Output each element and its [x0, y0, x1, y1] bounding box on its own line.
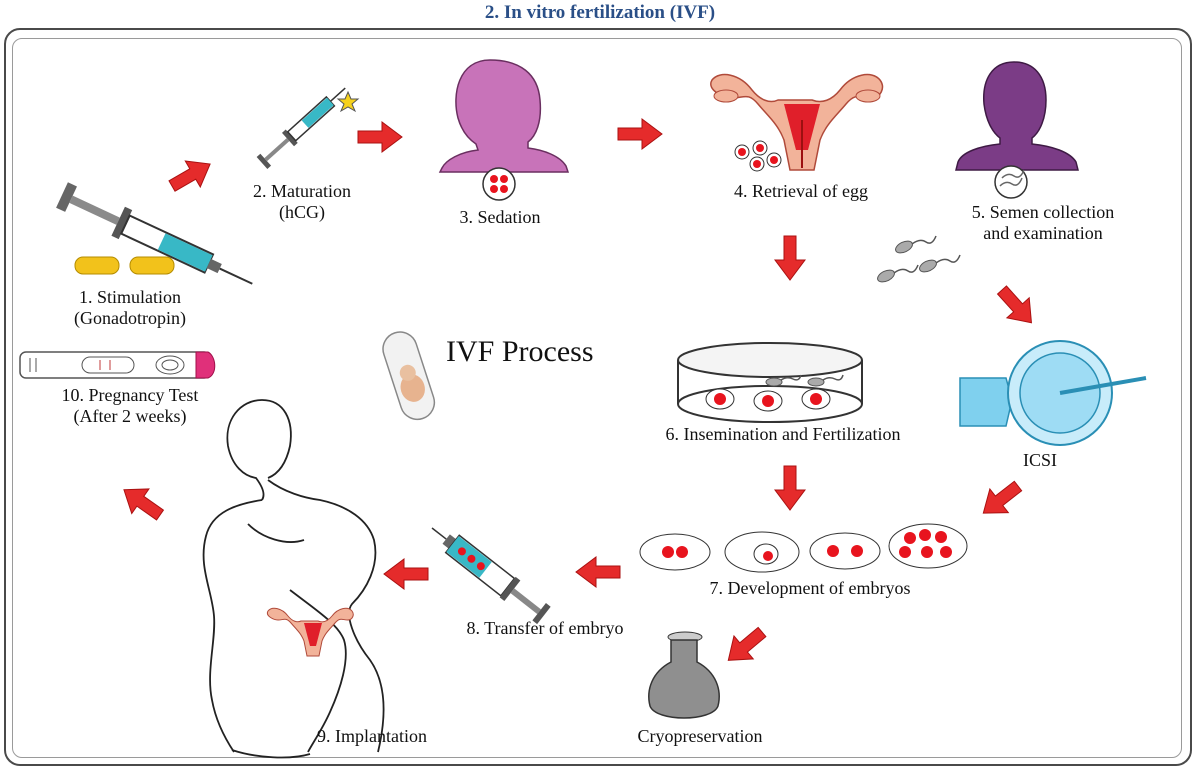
step-8-label: 8. Transfer of embryo: [466, 618, 624, 638]
cryo-label: Cryopreservation: [637, 726, 763, 746]
capsule-icon: [129, 256, 175, 275]
arrow-9-10: [114, 476, 170, 528]
uterus-icon: [710, 73, 884, 171]
step-2-subtitle: (hCG): [279, 202, 325, 222]
step-10-label: 10. Pregnancy Test (After 2 weeks): [30, 385, 230, 427]
icsi-icon: [959, 340, 1147, 446]
step-7-label: 7. Development of embryos: [709, 578, 911, 598]
syringe-icon: [431, 527, 551, 625]
step-2-label: 2. Maturation (hCG): [232, 181, 372, 223]
step-3-label: 3. Sedation: [459, 207, 541, 227]
arrow-5-icsi: [990, 279, 1044, 334]
arrow-7-cryo: [718, 620, 773, 673]
syringe-icon: [56, 182, 253, 285]
syringe-icon: [256, 87, 346, 169]
woman-silhouette-icon: [438, 59, 570, 173]
petri-dish-icon: [677, 342, 863, 423]
step-9-label: 9. Implantation: [317, 726, 427, 746]
step-2-title: 2. Maturation: [253, 181, 351, 201]
embryo-icon: [724, 531, 800, 573]
embryo-icon: [888, 523, 968, 569]
female-body-icon: [202, 399, 385, 759]
process-title: IVF Process: [446, 335, 594, 368]
arrow-6-7: [774, 465, 806, 511]
pregnancy-test-icon: [19, 351, 216, 379]
page-heading: 2. In vitro fertilization (IVF): [484, 2, 716, 23]
star-icon: [336, 90, 360, 113]
arrow-4-6: [774, 235, 806, 281]
step-5-subtitle: and examination: [983, 223, 1103, 243]
uterus-icon: [266, 607, 354, 657]
sperm-icon: [877, 235, 961, 283]
diagram-frame-inner: [12, 38, 1182, 758]
step-4-label: 4. Retrieval of egg: [734, 181, 868, 201]
egg-cluster-icon: [734, 140, 782, 172]
arrow-7-8: [575, 556, 621, 588]
step-5-title: 5. Semen collection: [971, 202, 1115, 222]
egg-dish-icon: [482, 167, 516, 201]
capsule-icon: [74, 256, 120, 275]
icsi-label: ICSI: [1022, 450, 1057, 470]
embryo-icon: [809, 532, 881, 570]
step-1-title: 1. Stimulation: [78, 287, 181, 307]
step-1-label: 1. Stimulation (Gonadotropin): [40, 287, 220, 329]
embryo-icon: [639, 533, 711, 571]
sperm-dish-icon: [994, 165, 1028, 199]
diagram-frame: [4, 28, 1192, 766]
arrow-1-2: [164, 150, 219, 200]
arrow-2-3: [357, 121, 403, 153]
flask-icon: [648, 631, 720, 719]
man-silhouette-icon: [955, 61, 1079, 171]
arrow-3-4: [617, 118, 663, 150]
step-6-label: 6. Insemination and Fertilization: [665, 424, 901, 444]
step-5-label: 5. Semen collection and examination: [938, 202, 1148, 244]
step-1-subtitle: (Gonadotropin): [74, 308, 186, 328]
arrow-icsi-7: [973, 473, 1028, 526]
arrow-8-9: [383, 558, 429, 590]
step-10-title: 10. Pregnancy Test: [61, 385, 199, 405]
test-tube-baby-icon: [382, 331, 436, 421]
step-10-subtitle: (After 2 weeks): [73, 406, 187, 426]
